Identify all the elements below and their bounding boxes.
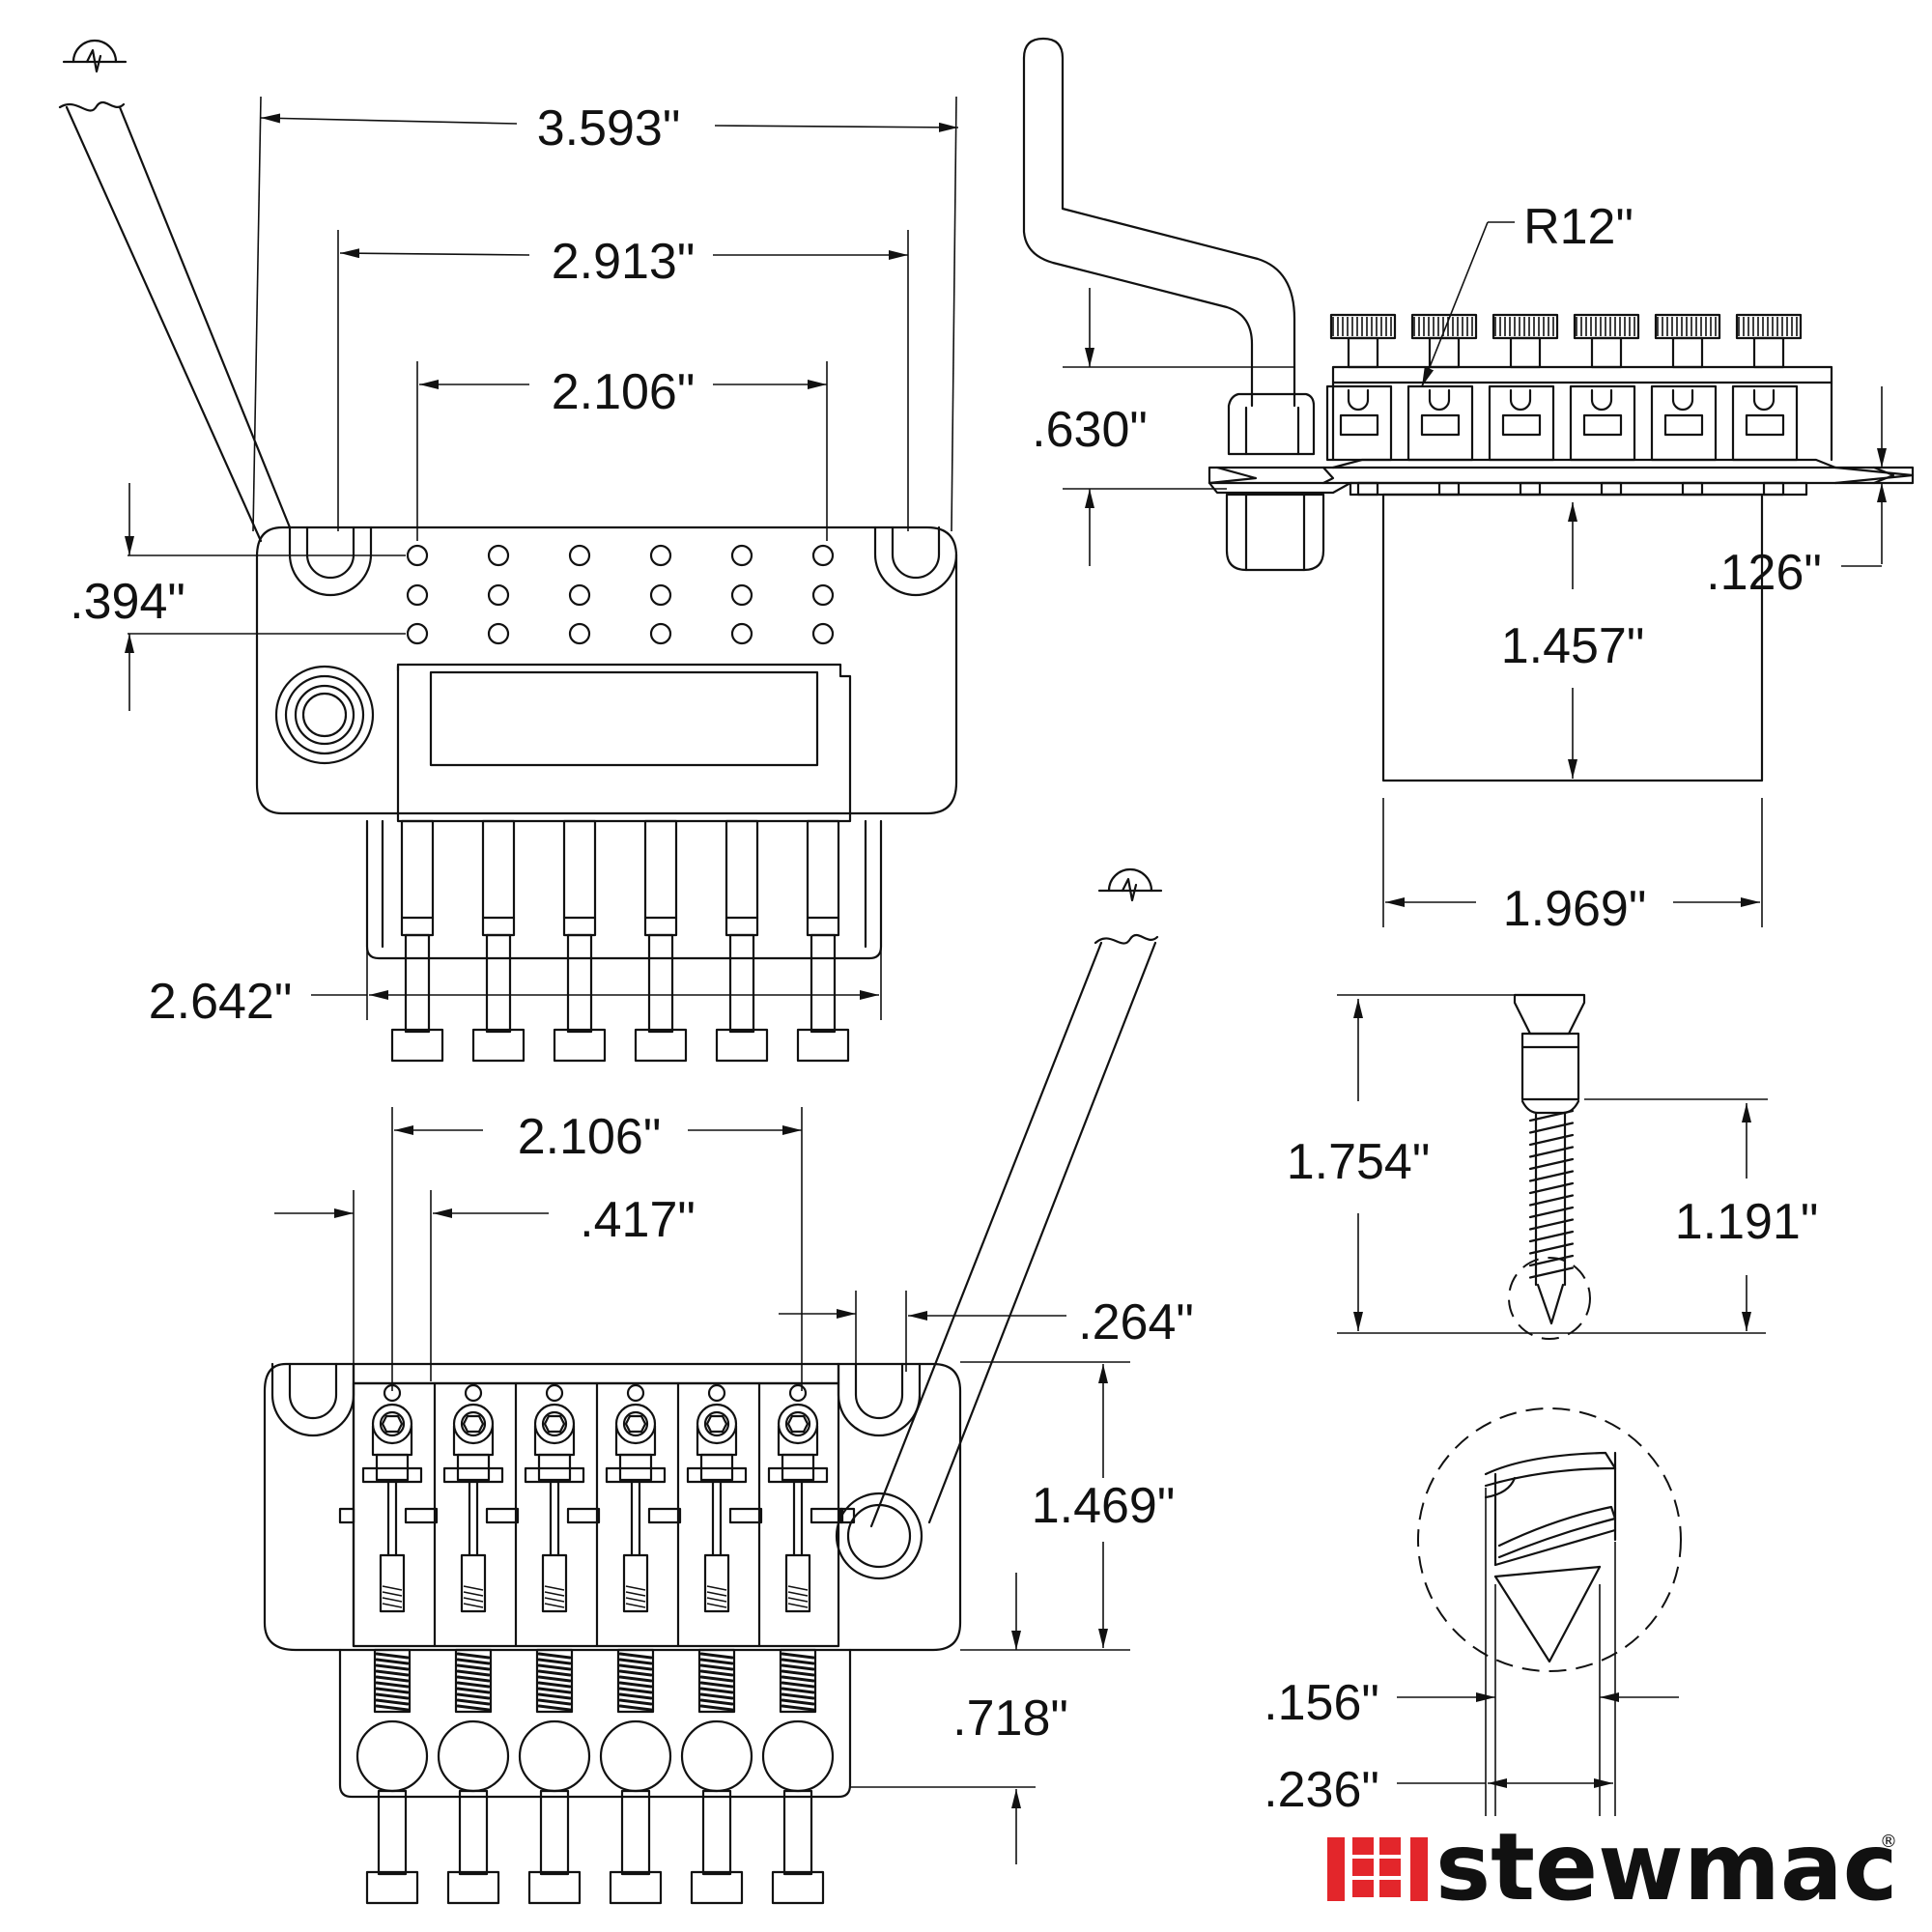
dim-126: .126": [1706, 386, 1887, 601]
dim-264: .264": [779, 1291, 1194, 1372]
dim-R12: R12": [1421, 199, 1634, 387]
dim-1469: 1.469": [960, 1361, 1176, 1651]
dim-718-label: .718": [952, 1690, 1068, 1747]
locking-window: [429, 670, 819, 767]
dim-1969-label: 1.969": [1503, 881, 1647, 937]
dim-2642: 2.642": [149, 831, 882, 1030]
dim-2106-top-label: 2.106": [552, 364, 696, 420]
registered-mark: ®: [1880, 1832, 1897, 1852]
dim-2913-label: 2.913": [552, 234, 696, 290]
dim-1469-label: 1.469": [1032, 1478, 1176, 1534]
dim-R12-label: R12": [1523, 199, 1634, 255]
dim-2106-bottom: 2.106": [391, 1107, 803, 1391]
front-view: [263, 867, 1163, 1905]
saddles-front: [338, 1381, 856, 1648]
dim-417: .417": [274, 1190, 696, 1381]
arm-socket-top: [274, 665, 375, 765]
base-plate-top: [255, 526, 958, 815]
dim-236-label: .236": [1264, 1762, 1379, 1818]
fine-tuner-housing: [396, 663, 852, 823]
dim-1191-label: 1.191": [1675, 1194, 1819, 1250]
fine-tuner-knobs-side: [1329, 313, 1803, 369]
dim-718: .718": [850, 1573, 1068, 1864]
tremolo-arm-front: [869, 867, 1163, 1528]
dim-3593: 3.593": [252, 96, 959, 532]
dim-394-label: .394": [70, 574, 185, 630]
pivot-notch-left: [288, 526, 373, 597]
dim-2106-bottom-label: 2.106": [518, 1109, 662, 1165]
dim-417-label: .417": [580, 1192, 696, 1248]
base-plate-front: [263, 1362, 962, 1652]
screw-tip-detail: [1417, 1407, 1682, 1672]
saddles-side: [1325, 384, 1799, 462]
dim-156: .156": [1264, 1584, 1679, 1816]
fine-tuner-knobs-front: [355, 1719, 835, 1905]
dim-126-label: .126": [1706, 545, 1822, 601]
dim-2106-top: 2.106": [416, 361, 828, 541]
dim-156-label: .156": [1264, 1675, 1379, 1731]
stewmac-logo-mark: [1327, 1837, 1428, 1901]
tremolo-arm-side: [1022, 37, 1296, 408]
base-plate-side: [1208, 466, 1915, 485]
dim-630-label: .630": [1032, 402, 1148, 458]
dim-236: .236": [1264, 1488, 1616, 1818]
side-view: [1022, 37, 1915, 782]
dim-394: .394": [70, 483, 406, 711]
dim-1191: 1.191": [1584, 1098, 1819, 1331]
top-view: [58, 39, 958, 1063]
dim-264-label: .264": [1078, 1294, 1194, 1350]
stewmac-logo: stewmac ®: [1327, 1813, 1898, 1921]
sustain-block-side: [1381, 493, 1764, 782]
tremolo-arm-top: [58, 39, 292, 543]
string-holes: [406, 544, 835, 645]
dim-2913: 2.913": [337, 230, 909, 531]
mounting-screw: [1508, 993, 1591, 1340]
dim-1754-label: 1.754": [1287, 1134, 1431, 1190]
dim-1457-label: 1.457": [1501, 618, 1645, 674]
fine-tuners-top: [390, 819, 850, 1063]
dim-1969: 1.969": [1382, 798, 1763, 937]
dim-1754: 1.754": [1287, 994, 1766, 1334]
brand-name: stewmac: [1435, 1813, 1898, 1921]
dim-1457: 1.457": [1501, 502, 1645, 779]
dim-3593-label: 3.593": [537, 100, 681, 156]
dim-630: .630": [1032, 288, 1294, 566]
pivot-notch-right: [873, 526, 958, 597]
dim-2642-label: 2.642": [149, 974, 293, 1030]
